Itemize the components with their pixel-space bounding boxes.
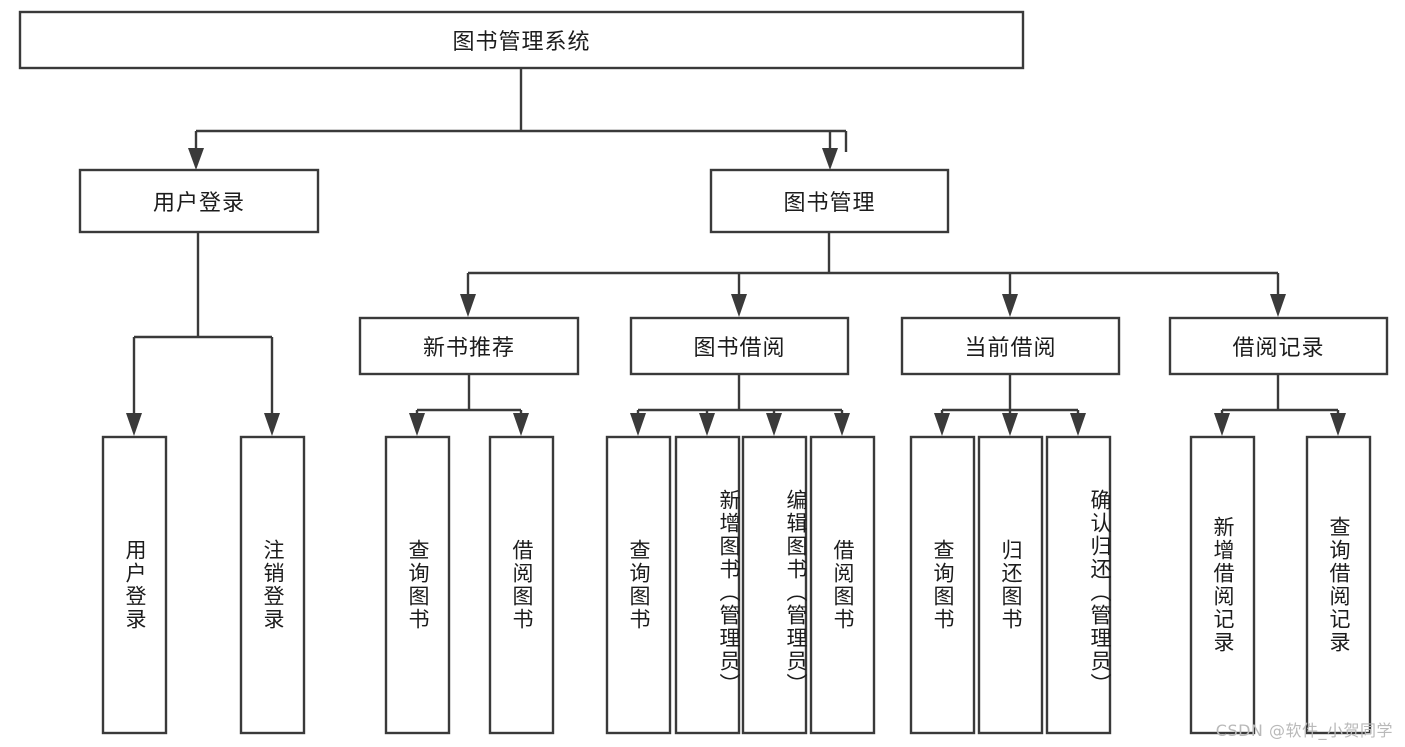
node-box-user-login[interactable] [78,168,320,234]
connector-borrow-record-to-leaves [1214,374,1346,436]
arrow-head-icon [409,413,425,436]
arrow-head-icon [1070,413,1086,436]
arrow-head-icon [1002,413,1018,436]
node-box-leaf-logout-login[interactable] [239,435,306,735]
connector-new-book-recommend-to-leaves [409,374,529,436]
node-box-leaf-query-book-1[interactable] [384,435,451,735]
node-box-leaf-return-book[interactable] [977,435,1044,735]
arrow-head-icon [766,413,782,436]
arrow-head-icon [699,413,715,436]
node-box-root[interactable] [18,10,1025,70]
node-box-book-management[interactable] [709,168,950,234]
arrow-head-icon [126,413,142,436]
arrow-head-icon [1002,294,1018,317]
arrow-head-icon [1330,413,1346,436]
arrow-head-icon [630,413,646,436]
arrow-head-icon [460,294,476,317]
connector-book-management-to-level3 [460,232,1286,317]
connector-current-borrow-to-leaves [934,374,1086,436]
node-box-leaf-borrow-book-1[interactable] [488,435,555,735]
connector-root-to-level2 [188,68,848,170]
node-box-leaf-query-book-3[interactable] [909,435,976,735]
arrow-head-icon [822,148,838,170]
connector-book-borrow-to-leaves [630,374,850,436]
arrow-head-icon [188,148,204,170]
node-box-current-borrow[interactable] [900,316,1121,376]
arrow-head-icon [1214,413,1230,436]
node-box-leaf-query-book-2[interactable] [605,435,672,735]
node-box-leaf-add-record[interactable] [1189,435,1256,735]
arrow-head-icon [1270,294,1286,317]
arrow-head-icon [513,413,529,436]
csdn-watermark: CSDN @软件_小贺同学 [1215,721,1393,740]
node-box-leaf-confirm-return[interactable] [1045,435,1112,735]
node-box-leaf-edit-book[interactable] [741,435,808,735]
arrow-head-icon [731,294,747,317]
node-box-leaf-user-login[interactable] [101,435,168,735]
node-box-leaf-add-book[interactable] [674,435,741,735]
arrow-head-icon [264,413,280,436]
arrow-head-icon [934,413,950,436]
arrow-head-icon [834,413,850,436]
node-box-new-book-recommend[interactable] [358,316,580,376]
node-box-leaf-borrow-book-2[interactable] [809,435,876,735]
node-box-book-borrow[interactable] [629,316,850,376]
node-box-borrow-record[interactable] [1168,316,1389,376]
connector-user-login-to-leaves [126,232,280,436]
node-box-leaf-query-record[interactable] [1305,435,1372,735]
